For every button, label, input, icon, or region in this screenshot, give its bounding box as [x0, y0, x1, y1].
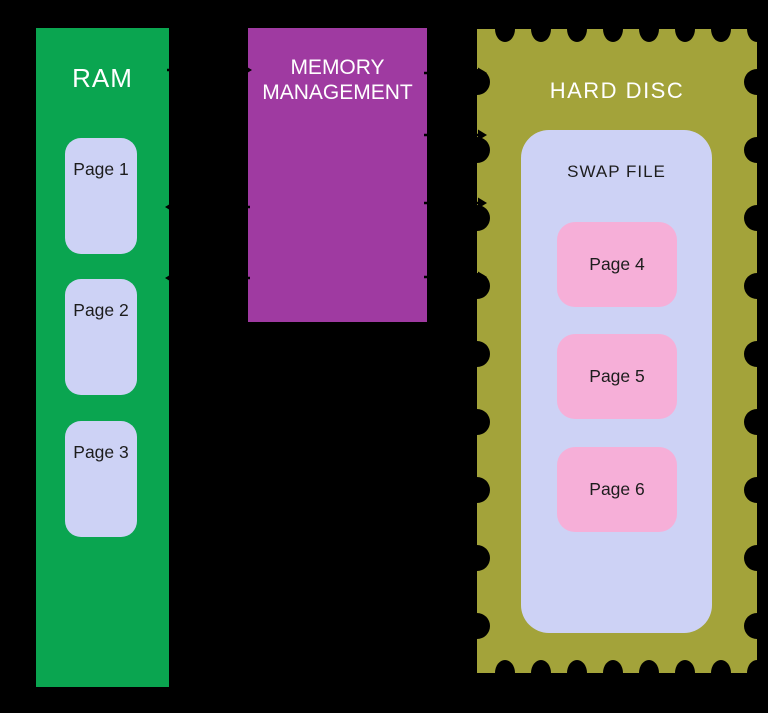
swap-page-5: Page 5	[557, 334, 677, 419]
ram-box: RAM Page 1 Page 2 Page 3	[36, 28, 169, 687]
ram-page-2: Page 2	[65, 279, 137, 395]
ram-page-3-label: Page 3	[73, 442, 129, 462]
swap-page-6-label: Page 6	[589, 479, 645, 499]
memory-management-title: MEMORY MANAGEMENT	[262, 56, 413, 104]
swap-page-4: Page 4	[557, 222, 677, 307]
hard-disc-title: HARD DISC	[549, 78, 685, 103]
ram-page-1: Page 1	[65, 138, 137, 254]
hard-disc-box: HARD DISC SWAP FILE Page 4 Page 5 Page 6	[477, 29, 757, 673]
ram-page-1-label: Page 1	[73, 159, 129, 179]
swap-file-box: SWAP FILE Page 4 Page 5 Page 6	[521, 130, 712, 633]
swap-file-title: SWAP FILE	[567, 162, 666, 181]
swap-page-6: Page 6	[557, 447, 677, 532]
ram-title: RAM	[72, 63, 133, 93]
ram-page-3: Page 3	[65, 421, 137, 537]
ram-page-2-label: Page 2	[73, 300, 129, 320]
swap-page-4-label: Page 4	[589, 254, 645, 274]
swap-page-5-label: Page 5	[589, 366, 645, 386]
memory-management-box: MEMORY MANAGEMENT	[248, 28, 427, 322]
